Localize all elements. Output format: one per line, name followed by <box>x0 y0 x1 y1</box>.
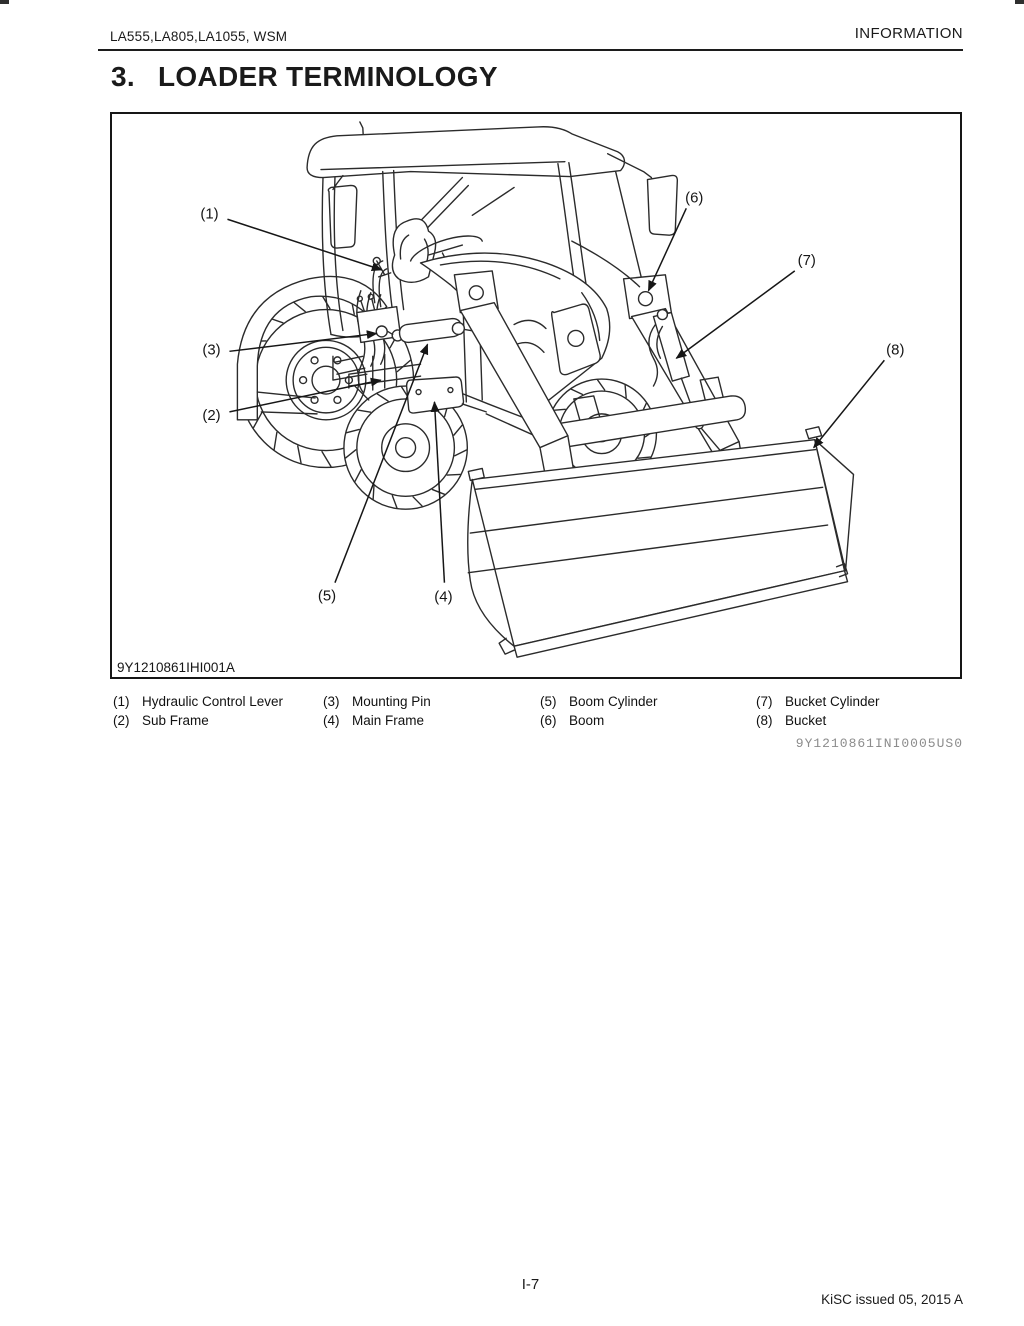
callout-5-label: (5) <box>318 589 336 605</box>
figure-id: 9Y1210861IHI001A <box>117 660 239 675</box>
callout-1-label: (1) <box>200 206 218 222</box>
callout-7-label: (7) <box>798 253 816 269</box>
legend-col-4: (7)Bucket Cylinder (8)Bucket <box>756 694 880 731</box>
callout-3-label: (3) <box>202 342 220 358</box>
legend-col-1: (1)Hydraulic Control Lever (2)Sub Frame <box>113 694 283 731</box>
seat <box>391 218 437 283</box>
header-model-codes: LA555,LA805,LA1055, WSM <box>110 29 288 44</box>
right-mirror <box>606 153 679 236</box>
scan-artifact-top-left <box>0 0 9 4</box>
bucket-cylinder <box>648 308 722 453</box>
callout-6-label: (6) <box>685 190 703 206</box>
page-title-number: 3. <box>111 61 135 92</box>
document-code: 9Y1210861INI0005US0 <box>795 736 963 751</box>
front-grille <box>550 303 601 376</box>
left-mirror <box>327 174 358 249</box>
callout-2-label: (2) <box>202 408 220 424</box>
scan-artifact-top-right <box>1015 0 1024 4</box>
mounting-pin <box>375 325 388 338</box>
sub-frame <box>348 353 422 401</box>
legend-item: (5)Boom Cylinder <box>540 694 658 709</box>
callout-4-label: (4) <box>434 590 452 606</box>
loader-terminology-figure: (1) (2) (3) (4) (5) (6) (7) (8) 9Y121086… <box>110 112 962 679</box>
legend-col-3: (5)Boom Cylinder (6)Boom <box>540 694 658 731</box>
callout-8-label: (8) <box>886 342 904 358</box>
cab <box>306 121 679 381</box>
legend-item: (8)Bucket <box>756 712 827 728</box>
header-rule <box>98 49 963 51</box>
cab-roof <box>306 126 626 179</box>
legend-item: (1)Hydraulic Control Lever <box>113 694 284 709</box>
bucket <box>467 426 855 658</box>
legend-col-2: (3)Mounting Pin (4)Main Frame <box>323 694 431 731</box>
header-section-name: INFORMATION <box>854 25 963 42</box>
brand-emblem <box>567 329 585 348</box>
tractor-loader-line-drawing: (1) (2) (3) (4) (5) (6) (7) (8) <box>200 121 904 658</box>
page-title-text: LOADER TERMINOLOGY <box>157 61 498 92</box>
frame-machinery <box>348 282 551 443</box>
legend-item: (6)Boom <box>540 712 605 728</box>
callout-leaders <box>227 208 885 583</box>
legend-item: (7)Bucket Cylinder <box>756 694 880 709</box>
footer-issue-note: KiSC issued 05, 2015 A <box>821 1292 963 1307</box>
boom-cylinder <box>398 317 463 344</box>
legend-item: (3)Mounting Pin <box>323 694 431 709</box>
hydraulic-hoses-right <box>648 323 664 387</box>
legend-item: (2)Sub Frame <box>113 712 209 728</box>
page-number: I-7 <box>521 1276 540 1293</box>
page-title: 3. LOADER TERMINOLOGY <box>111 61 498 93</box>
main-frame <box>405 376 465 414</box>
legend-item: (4)Main Frame <box>323 712 425 728</box>
